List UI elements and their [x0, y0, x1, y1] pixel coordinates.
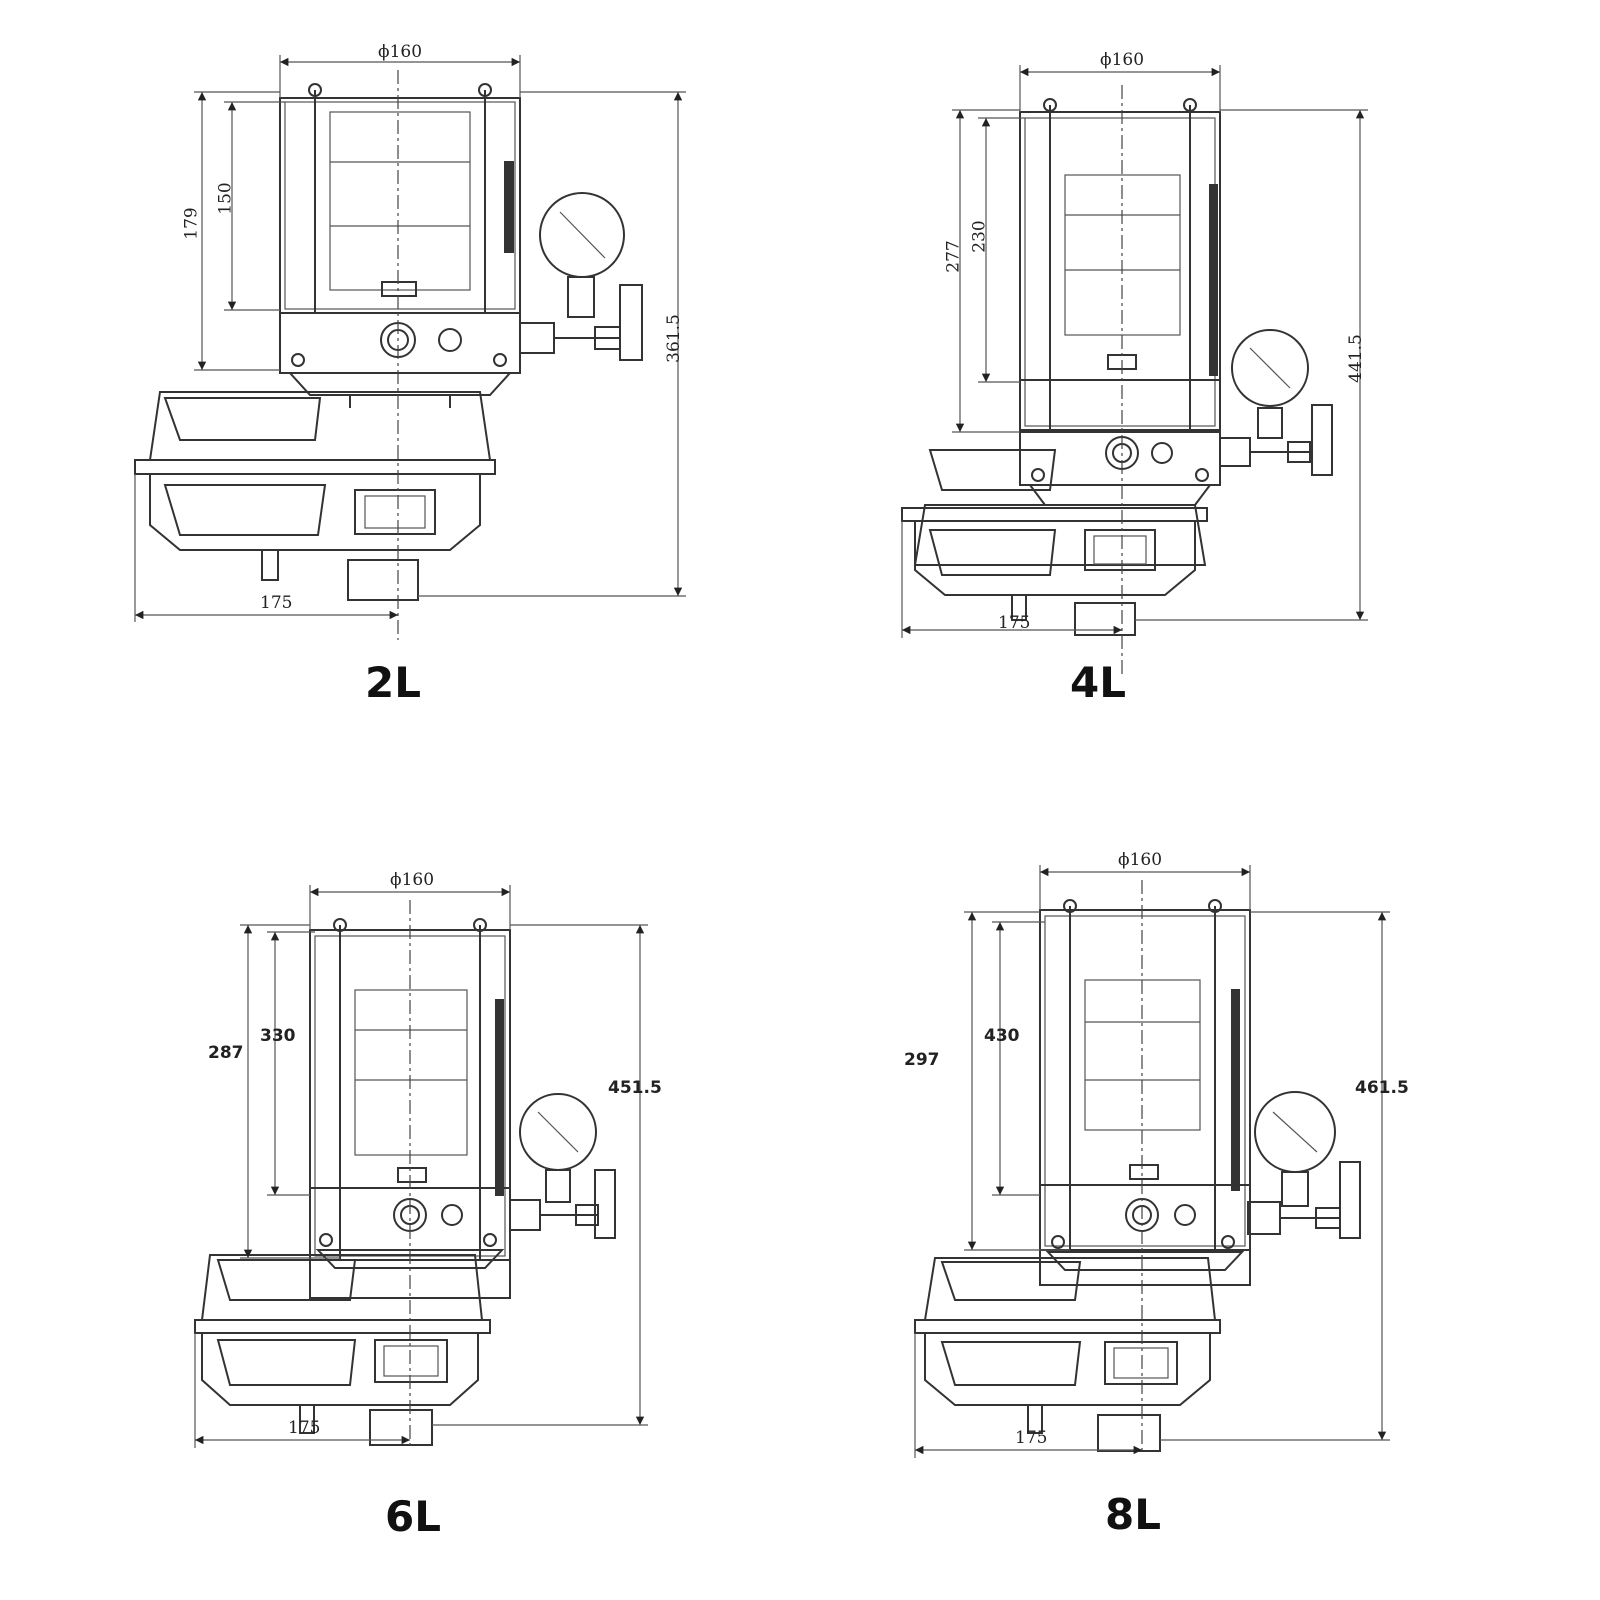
- diameter-label-2l: ϕ160: [378, 42, 423, 62]
- total-height-label-4l: 441.5: [1345, 334, 1366, 383]
- diameter-label-6l: ϕ160: [390, 870, 435, 890]
- drawing-2l: ϕ160 179 150 361.5 175 2L: [120, 40, 720, 707]
- caption-8l: 8L: [1105, 1490, 1161, 1539]
- diameter-label-4l: ϕ160: [1100, 50, 1145, 70]
- height-a-label-6l: 287: [208, 1043, 244, 1063]
- drawing-8l-lines: [914, 865, 1390, 1458]
- caption-6l: 6L: [385, 1492, 441, 1541]
- height-b-label-6l: 330: [260, 1026, 296, 1046]
- total-height-label-8l: 461.5: [1355, 1078, 1409, 1098]
- width-label-4l: 175: [998, 613, 1031, 633]
- height-b-label-8l: 430: [984, 1026, 1020, 1046]
- height-a-label-2l: 179: [181, 207, 202, 240]
- width-label-6l: 175: [288, 1418, 321, 1438]
- width-label-2l: 175: [260, 593, 293, 613]
- total-height-label-6l: 451.5: [608, 1078, 662, 1098]
- height-a-label-8l: 297: [904, 1050, 940, 1070]
- caption-2l: 2L: [365, 658, 421, 707]
- caption-4l: 4L: [1070, 658, 1126, 707]
- drawing-6l-lines: [194, 885, 648, 1450]
- height-a-label-4l: 277: [943, 240, 964, 273]
- drawing-4l-lines: [901, 65, 1368, 675]
- height-b-label-4l: 230: [969, 220, 990, 253]
- drawing-8l: ϕ160 297 430 461.5 175 8L: [900, 850, 1460, 1570]
- drawing-4l: ϕ160 277 230 441.5 175 4L: [890, 50, 1490, 710]
- total-height-label-2l: 361.5: [663, 314, 684, 363]
- height-b-label-2l: 150: [215, 182, 236, 215]
- width-label-8l: 175: [1015, 1428, 1048, 1448]
- drawing-2l-lines: [134, 55, 686, 640]
- drawing-6l: ϕ160 287 330 451.5 175 6L: [180, 870, 700, 1570]
- diameter-label-8l: ϕ160: [1118, 850, 1163, 870]
